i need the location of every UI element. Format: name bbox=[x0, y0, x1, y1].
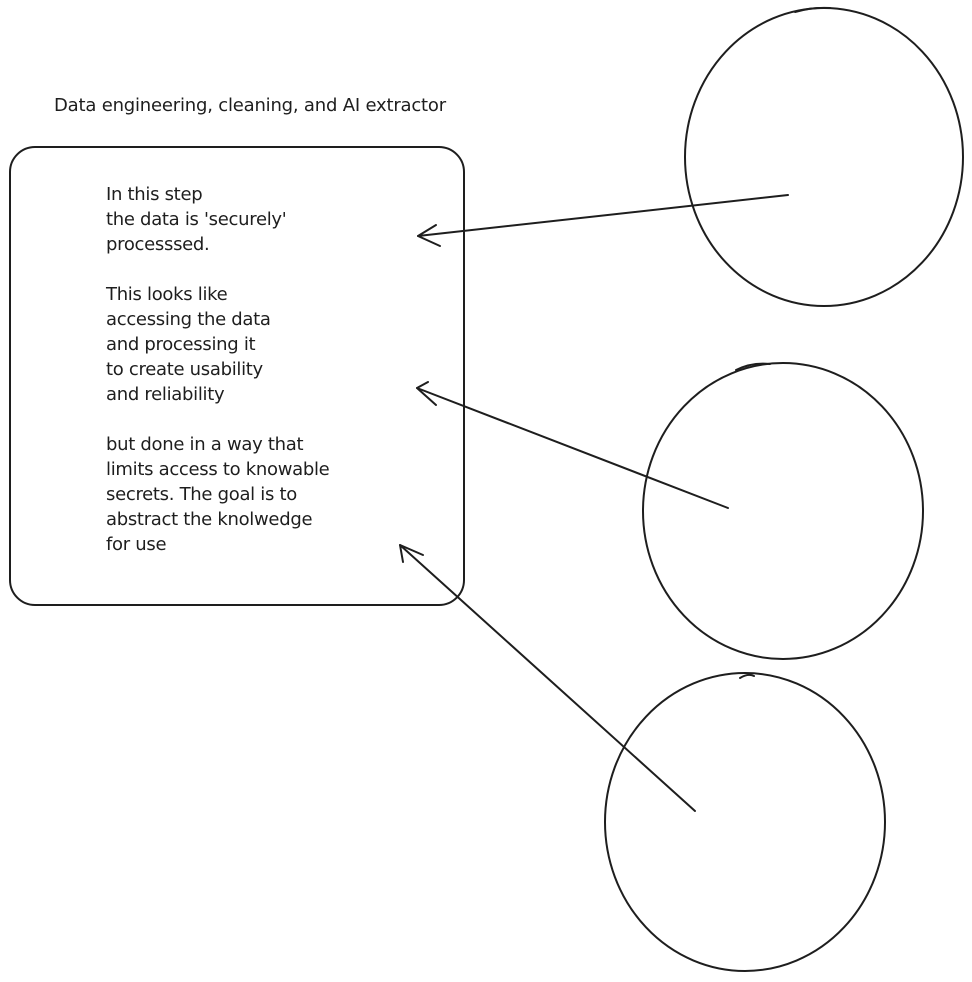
note-box[interactable] bbox=[9, 146, 465, 606]
note-line: limits access to knowable bbox=[106, 459, 330, 480]
note-line: processsed. bbox=[106, 234, 210, 255]
circle-middle[interactable] bbox=[642, 362, 924, 660]
note-text: In this step the data is 'securely' proc… bbox=[106, 182, 406, 557]
arrow-middle[interactable] bbox=[416, 381, 729, 509]
note-paragraph-2: This looks like accessing the data and p… bbox=[106, 282, 406, 407]
diagram-title: Data engineering, cleaning, and AI extra… bbox=[54, 95, 446, 116]
note-line: accessing the data bbox=[106, 309, 271, 330]
circle-bottom[interactable] bbox=[604, 672, 886, 972]
note-paragraph-1: In this step the data is 'securely' proc… bbox=[106, 182, 406, 257]
arrow-top[interactable] bbox=[417, 194, 789, 247]
note-line: In this step bbox=[106, 184, 203, 205]
arrow-bottom[interactable] bbox=[399, 544, 696, 812]
note-line: abstract the knolwedge bbox=[106, 509, 313, 530]
note-line: for use bbox=[106, 534, 167, 555]
note-line: and processing it bbox=[106, 334, 256, 355]
note-line: but done in a way that bbox=[106, 434, 304, 455]
circle-top[interactable] bbox=[684, 6, 964, 307]
note-line: and reliability bbox=[106, 384, 225, 405]
note-line: This looks like bbox=[106, 284, 228, 305]
note-line: the data is 'securely' bbox=[106, 209, 287, 230]
note-line: secrets. The goal is to bbox=[106, 484, 297, 505]
note-paragraph-3: but done in a way that limits access to … bbox=[106, 432, 406, 557]
note-line: to create usability bbox=[106, 359, 263, 380]
